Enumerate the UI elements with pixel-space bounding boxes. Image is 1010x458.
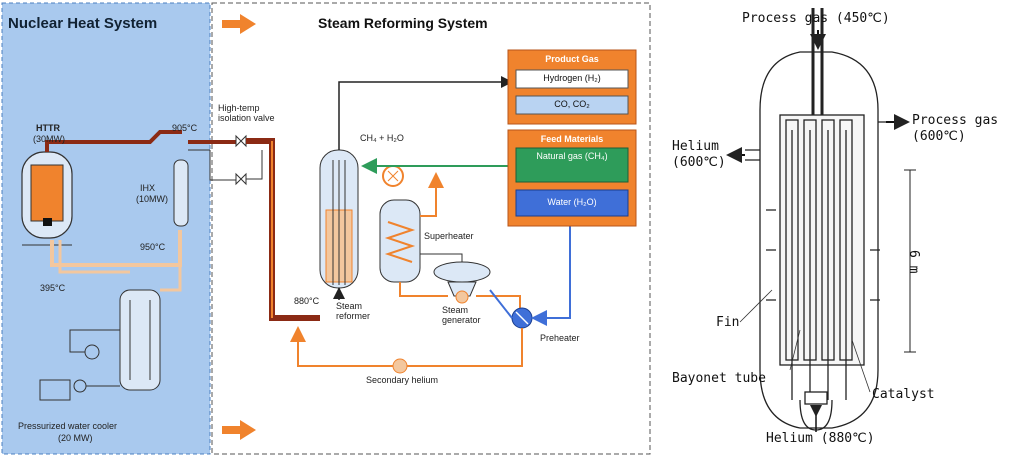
temp-950: 950°C [140,242,166,252]
secondary-helium-label: Secondary helium [366,375,439,385]
temp-905: 905°C [172,123,198,133]
helium-out-label: Helium [672,139,719,154]
footer-arrow [222,420,256,440]
header-arrow [222,14,256,34]
ihx [173,159,189,227]
feed-water: Water (H₂O) [547,197,597,207]
ihx-label: IHX [140,183,156,193]
cooler [119,289,161,391]
process-gas-out-temp: (600℃) [912,129,966,144]
product-hydrogen: Hydrogen (H₂) [543,73,601,83]
steam-generator [433,261,491,283]
steam-reforming-title: Steam Reforming System [318,15,488,31]
valve-label: High-temp isolation valve [218,103,275,123]
steam-generator-label: Steam generator [442,305,481,325]
httr-core [30,164,64,222]
bayonet-reformer [745,8,916,431]
superheater-label: Superheater [424,231,474,241]
bayonet-tube-label: Bayonet tube [672,371,766,386]
isolation-valve-1 [235,134,247,148]
helium-circulator [392,358,408,374]
nuclear-heat-title: Nuclear Heat System [8,15,158,32]
httr-power: (30MW) [33,134,65,144]
feed-natural-gas: Natural gas (CH₄) [536,151,608,161]
cooler-power: (20 MW) [58,433,93,443]
feed-materials-title: Feed Materials [540,134,604,144]
preheater-label: Preheater [540,333,580,343]
ihx-power: (10MW) [136,194,168,204]
fin-label: Fin [716,315,740,330]
helium-in-label: Helium (880℃) [766,431,875,446]
catalyst-label: Catalyst [872,387,935,402]
product-co: CO, CO₂ [554,99,590,109]
temp-880: 880°C [294,296,320,306]
cooler-label: Pressurized water cooler [18,421,118,431]
httr-label: HTTR [36,123,60,133]
steam-reformer-label: Steam reformer [336,301,371,321]
isolation-valve-2 [235,172,247,186]
product-gas-title: Product Gas [545,54,599,64]
length-label: 6 m [906,250,921,274]
process-gas-in-label: Process gas (450℃) [742,11,890,26]
ch4-h2o-label: CH₄ + H₂O [360,133,404,143]
helium-out-temp: (600℃) [672,155,726,170]
temp-395: 395°C [40,283,66,293]
process-gas-out-label: Process gas [912,113,999,128]
